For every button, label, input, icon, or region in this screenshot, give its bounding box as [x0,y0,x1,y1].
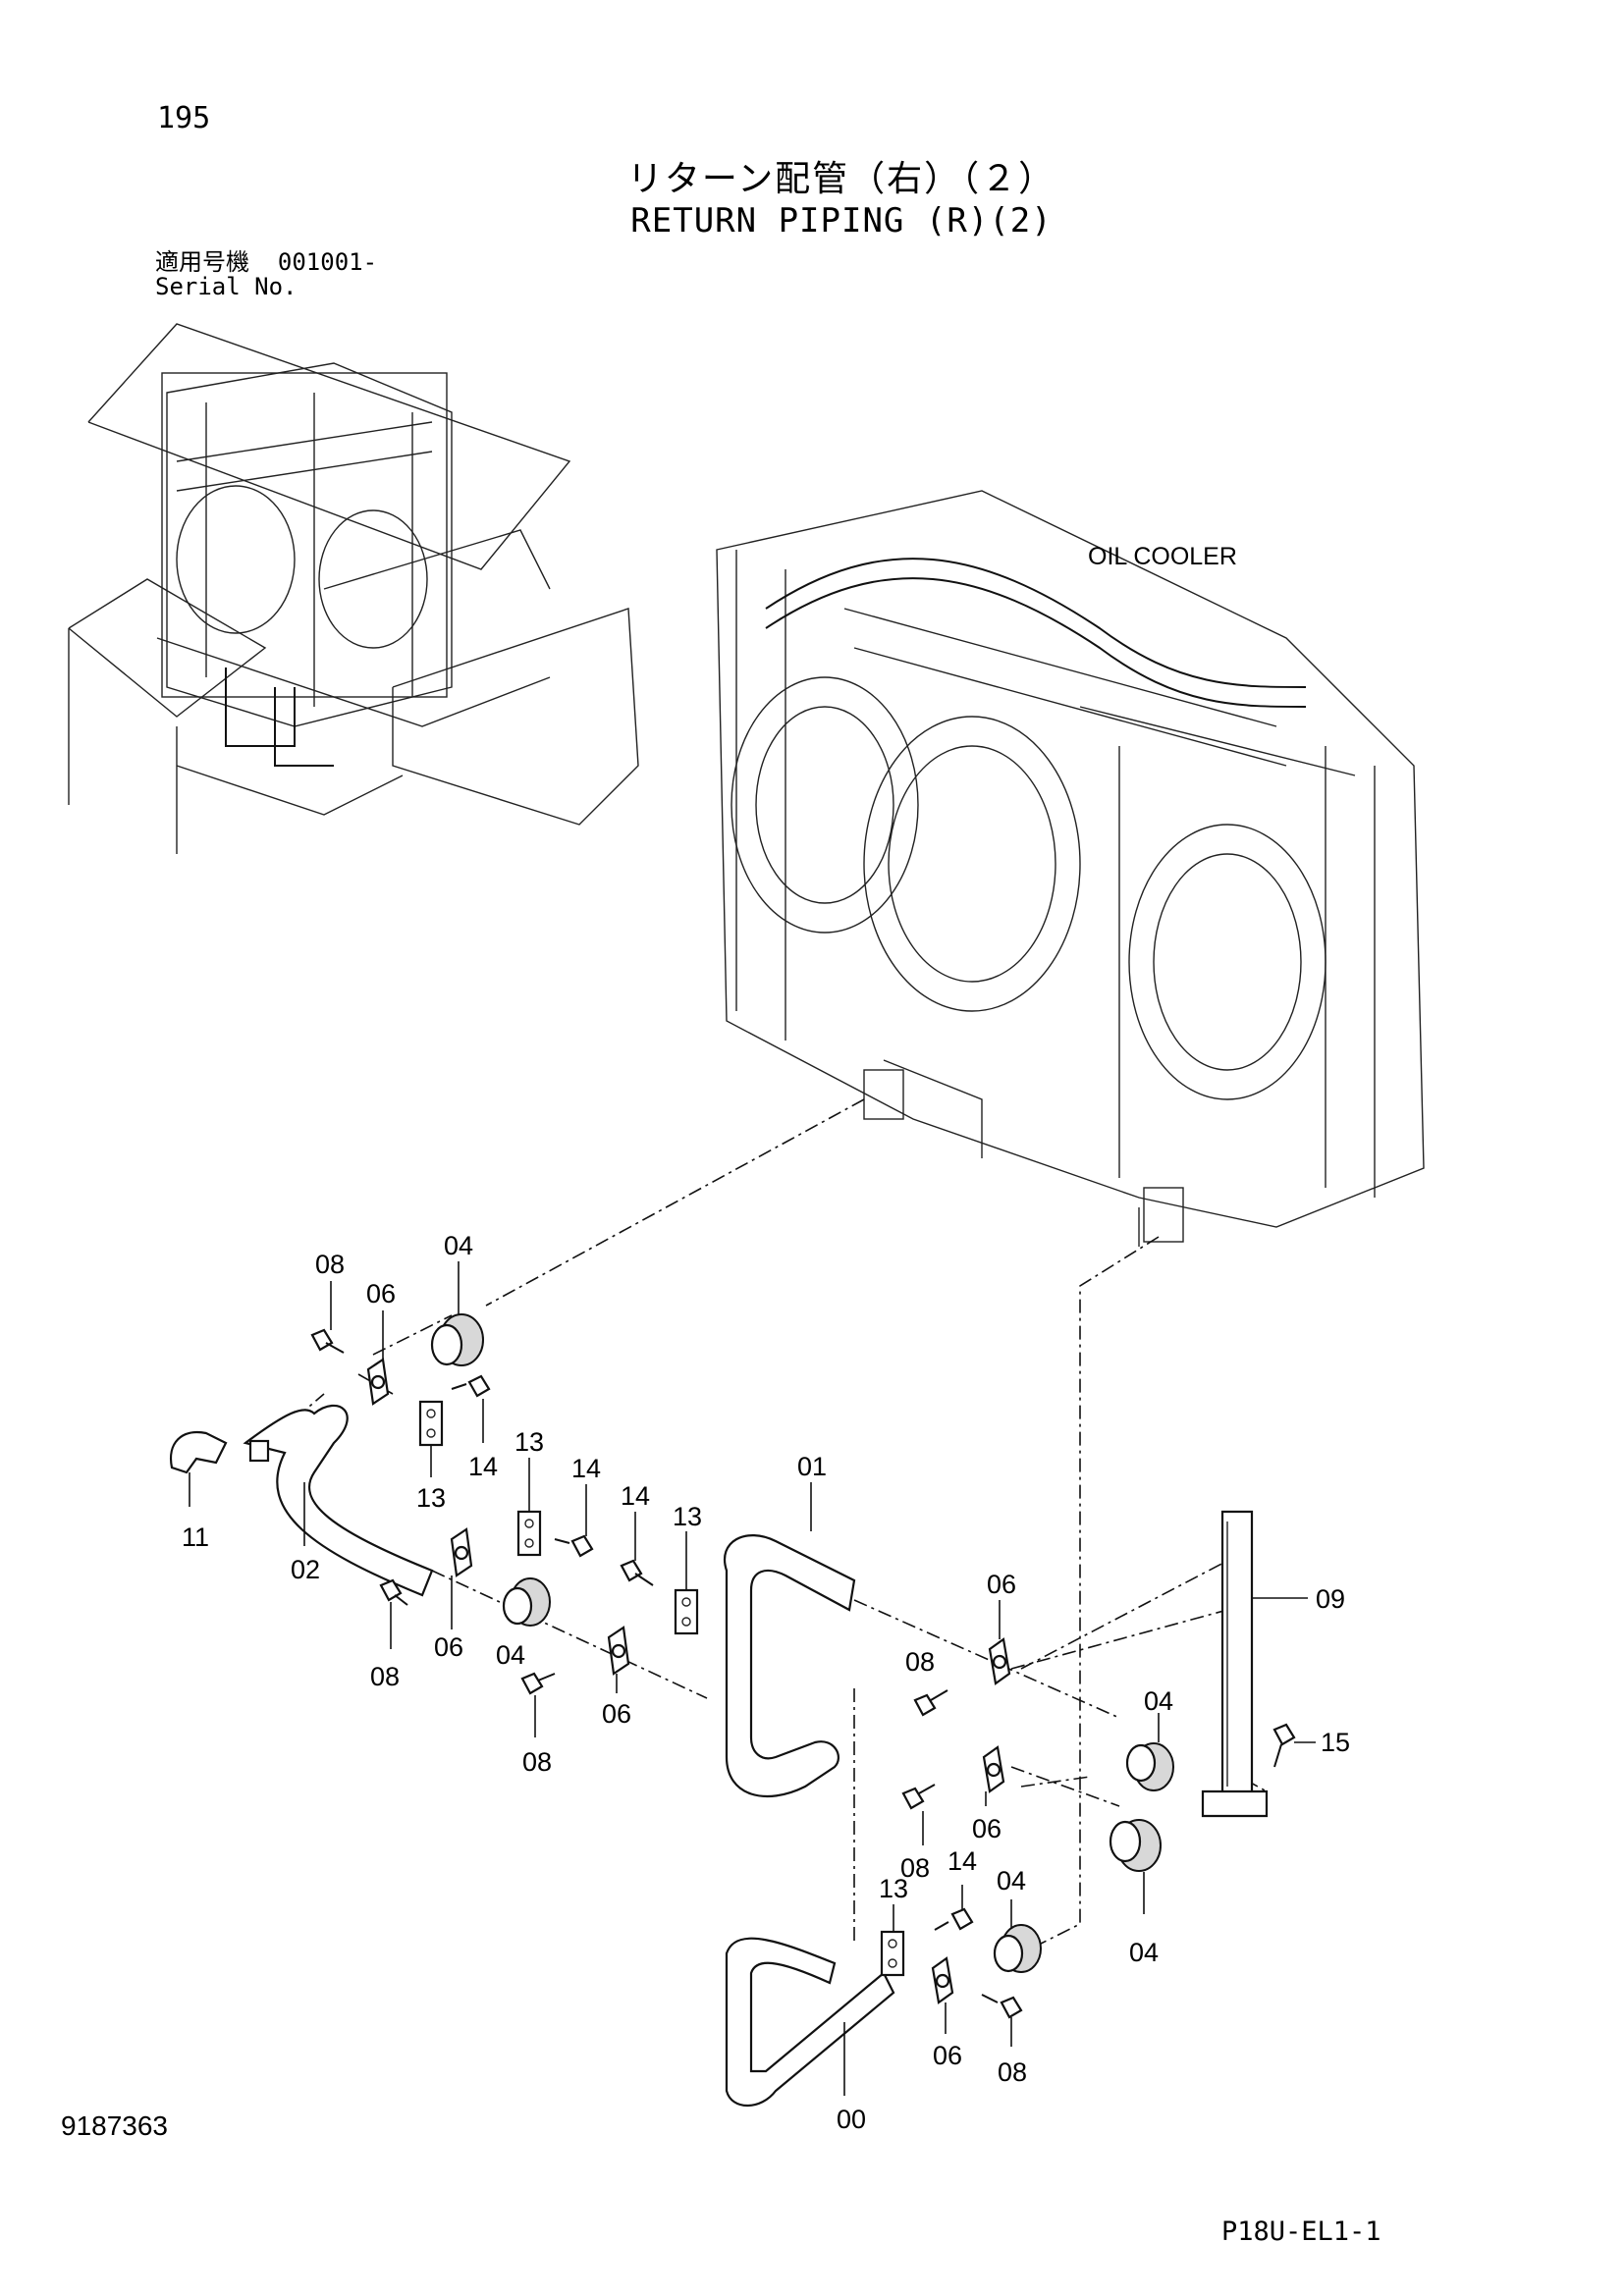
bushing-04-e [993,1924,1042,1973]
block-13-a [418,1400,444,1447]
callout-06: 06 [972,1814,1001,1843]
bushing-04-b [502,1577,551,1627]
hose-00 [725,1937,895,2107]
bolt-14-a [451,1374,491,1398]
clamp-06-f [931,1956,954,2004]
callout-14: 14 [621,1481,650,1511]
hose-02 [243,1404,434,1597]
callout-11: 11 [182,1522,209,1552]
callout-06: 06 [987,1570,1016,1599]
elbow-11 [169,1430,228,1474]
callout-14: 14 [571,1454,601,1483]
serial-label-jp: 適用号機 [155,248,249,276]
bolt-08-d [913,1689,948,1717]
callout-04: 04 [1144,1686,1173,1716]
bolt-08-e [901,1784,936,1810]
callout-15: 15 [1321,1728,1350,1757]
overview-machine-sketch [68,323,639,854]
page-title-en: RETURN PIPING (R)(2) [630,201,1053,240]
callout-13: 13 [514,1427,544,1457]
callout-00: 00 [837,2105,866,2134]
callout-08: 08 [522,1747,552,1777]
bushing-04-d [1109,1819,1162,1872]
hose-01 [724,1534,856,1798]
clamp-06-e [982,1745,1005,1793]
callout-02: 02 [291,1555,320,1584]
clamp-06-d [988,1637,1011,1685]
callout-01: 01 [797,1452,827,1481]
callout-08: 08 [315,1250,345,1279]
callout-13: 13 [416,1483,446,1513]
document-number: 9187363 [61,2110,169,2141]
callout-08: 08 [900,1853,930,1883]
callout-04: 04 [444,1231,473,1260]
serial-block: 適用号機 001001- Serial No. [155,250,377,299]
bolt-08-f [981,1994,1023,2019]
bushing-04-a [430,1313,484,1366]
bracket-09 [1201,1510,1269,1818]
callout-06: 06 [933,2041,962,2070]
callout-numbers: 08 06 04 11 02 13 14 13 14 14 13 01 08 0… [182,1231,1350,2134]
leader-lower-hose [1040,1236,1160,1945]
oil-cooler-label: OIL COOLER [1088,543,1237,570]
block-13-d [880,1930,905,1977]
block-13-c [674,1588,699,1635]
block-13-b [516,1510,542,1557]
callout-13: 13 [673,1502,702,1531]
callout-04: 04 [1129,1938,1159,1967]
serial-value: 001001- [277,248,378,276]
callout-06: 06 [434,1632,463,1662]
serial-label-en: Serial No. [155,273,298,300]
page-number: 195 [157,101,211,135]
clamp-06-b [450,1527,473,1577]
callout-14: 14 [468,1452,498,1481]
oil-cooler-assembly [716,490,1425,1247]
bushing-04-c [1125,1742,1174,1791]
callout-13: 13 [879,1874,908,1903]
leader-upper-hose [485,1098,865,1307]
callout-08: 08 [998,2057,1027,2087]
bolt-08-b [379,1578,408,1606]
callout-09: 09 [1316,1584,1345,1614]
clamp-06-a [366,1358,390,1406]
reference-code: P18U-EL1-1 [1221,2216,1381,2247]
bolt-14-d [934,1907,974,1931]
bolt-08-a [310,1328,345,1354]
bolt-14-b [554,1534,594,1558]
callout-14: 14 [947,1846,977,1876]
callout-08: 08 [370,1662,400,1691]
bolt-15 [1272,1723,1296,1768]
callout-06: 06 [602,1699,631,1729]
page-title-jp: リターン配管（右）（２） [626,159,1056,199]
bolt-14-c [620,1559,654,1586]
callout-04: 04 [997,1866,1026,1896]
clamp-06-c [607,1626,630,1676]
bolt-08-c [520,1672,556,1695]
callout-06: 06 [366,1279,396,1308]
callout-04: 04 [496,1640,525,1670]
callout-leaders [189,1261,1316,2096]
callout-08: 08 [905,1647,935,1677]
